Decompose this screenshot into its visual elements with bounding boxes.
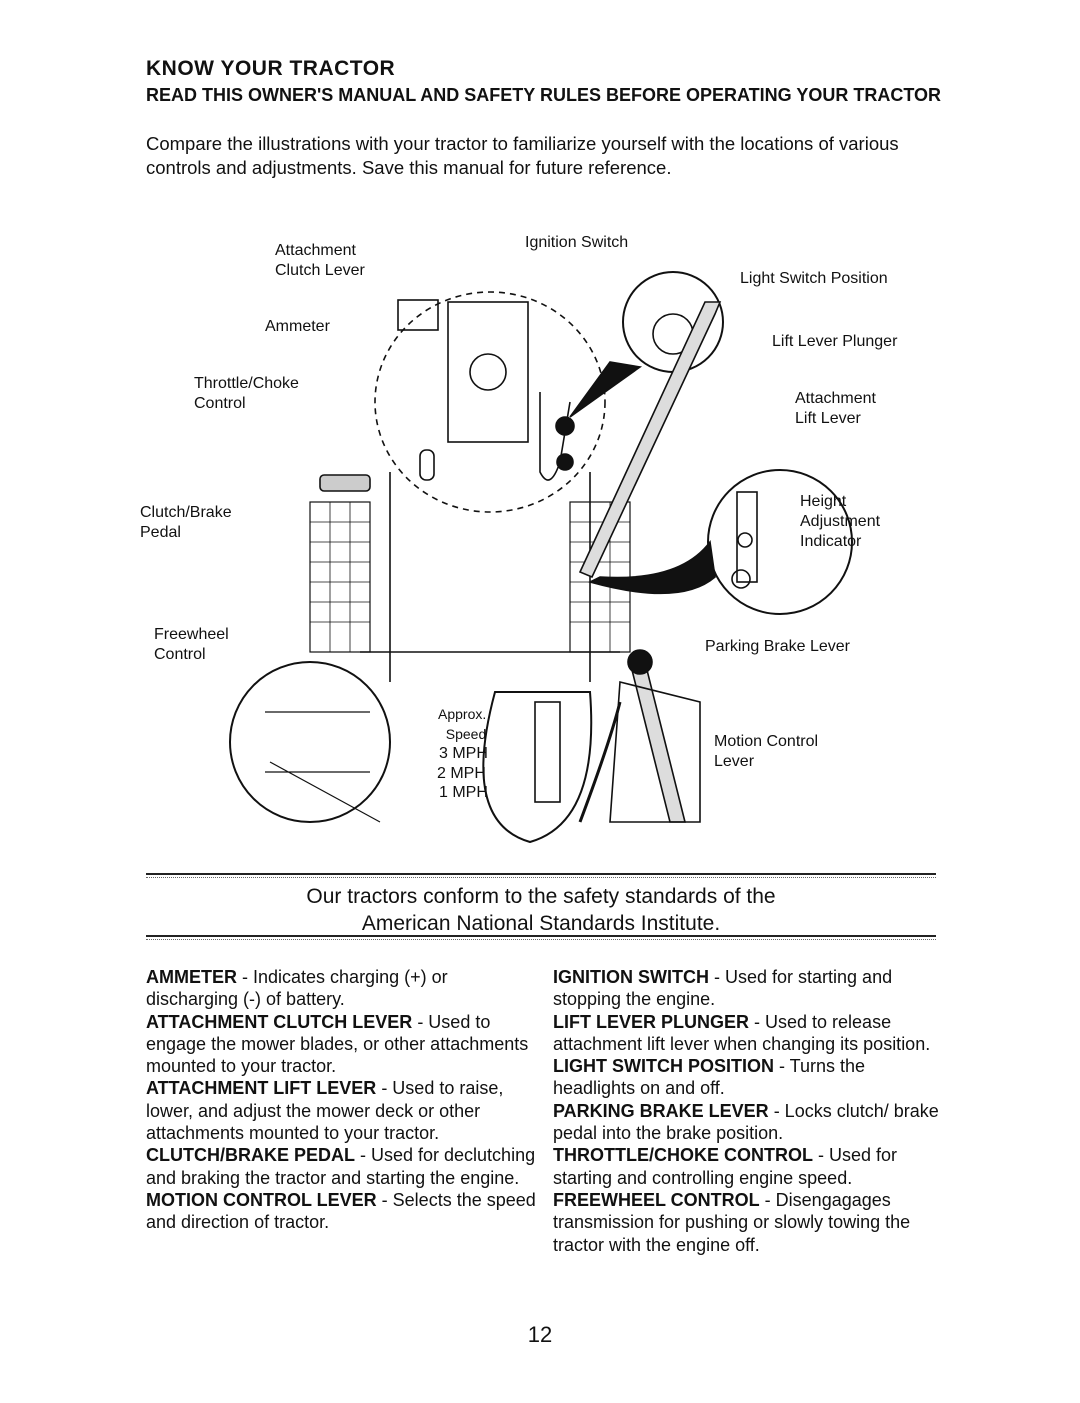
label-freewheel-control: Freewheel Control	[154, 626, 229, 663]
label-speed-2mph: 2 MPH	[437, 765, 486, 782]
standards-note: Our tractors conform to the safety stand…	[306, 885, 776, 935]
definition-freewheel-control: FREEWHEEL CONTROL - Disengagages transmi…	[553, 1189, 911, 1255]
definition-parking-brake-lever: PARKING BRAKE LEVER - Locks clutch/ brak…	[553, 1100, 939, 1144]
page-subtitle: READ THIS OWNER'S MANUAL AND SAFETY RULE…	[146, 85, 941, 105]
divider-bottom	[146, 935, 936, 940]
page-number: 12	[527, 1322, 553, 1347]
definition-motion-control-lever: MOTION CONTROL LEVER - Selects the speed…	[146, 1189, 536, 1233]
label-light-switch-position: Light Switch Position	[740, 270, 888, 287]
label-motion-control-lever: Motion Control Lever	[714, 733, 819, 770]
definitions-right-column: IGNITION SWITCH - Used for starting and …	[553, 966, 945, 1256]
label-ammeter: Ammeter	[265, 318, 330, 335]
divider-top	[146, 873, 936, 878]
label-speed-3mph: 3 MPH	[439, 745, 488, 762]
label-approx-speed: Approx. Speed	[438, 706, 487, 742]
label-parking-brake-lever: Parking Brake Lever	[705, 638, 850, 655]
label-lift-lever-plunger: Lift Lever Plunger	[772, 333, 898, 350]
definition-light-switch-position: LIGHT SWITCH POSITION - Turns the headli…	[553, 1056, 866, 1099]
page-title: KNOW YOUR TRACTOR	[146, 57, 396, 80]
tractor-illustration	[229, 271, 853, 844]
definition-attachment-lift-lever: ATTACHMENT LIFT LEVER - Used to raise, l…	[146, 1078, 504, 1144]
definition-clutch-brake-pedal: CLUTCH/BRAKE PEDAL - Used for declutchin…	[146, 1145, 536, 1188]
label-throttle-choke-control: Throttle/Choke Control	[194, 375, 299, 412]
definition-ignition-switch: IGNITION SWITCH - Used for starting and …	[553, 967, 893, 1010]
label-height-adjustment-indicator: Height Adjustment Indicator	[800, 493, 881, 550]
label-speed-1mph: 1 MPH	[439, 784, 488, 801]
tractor-controls-diagram: Attachment Clutch Lever Ignition Switch …	[140, 222, 940, 852]
label-attachment-clutch-lever: Attachment Clutch Lever	[275, 242, 365, 279]
definition-throttle-choke-control: THROTTLE/CHOKE CONTROL - Used for starti…	[553, 1145, 898, 1188]
definition-ammeter: AMMETER - Indicates charging (+) or disc…	[146, 967, 448, 1010]
label-ignition-switch: Ignition Switch	[525, 234, 629, 251]
label-clutch-brake-pedal: Clutch/Brake Pedal	[140, 504, 232, 541]
label-attachment-lift-lever: Attachment Lift Lever	[795, 390, 876, 427]
definition-lift-lever-plunger: LIFT LEVER PLUNGER - Used to release att…	[553, 1011, 931, 1054]
definitions-left-column: AMMETER - Indicates charging (+) or disc…	[146, 966, 538, 1234]
definition-attachment-clutch-lever: ATTACHMENT CLUTCH LEVER - Used to engage…	[146, 1011, 529, 1077]
intro-paragraph: Compare the illustrations with your trac…	[146, 133, 899, 178]
